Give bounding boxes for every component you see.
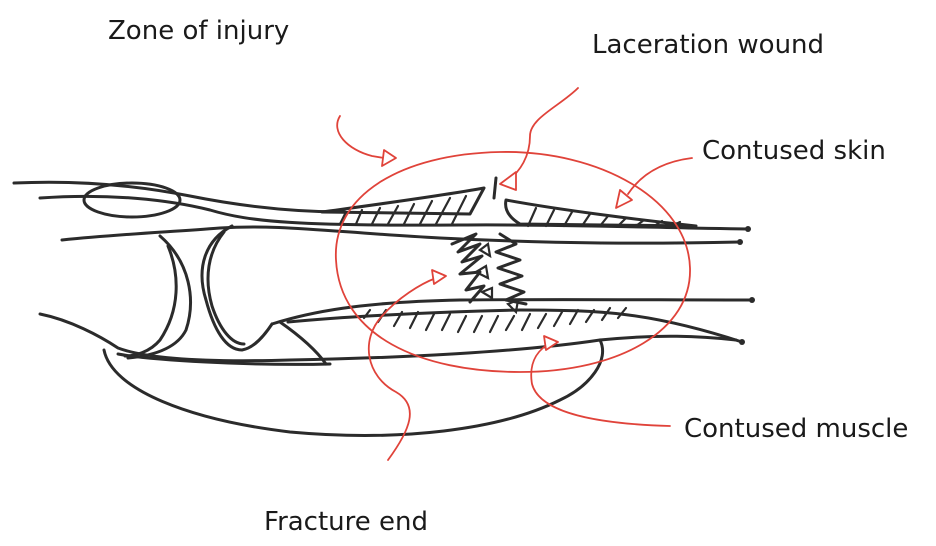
fracture-left-zigzag (452, 234, 484, 302)
arrow-contused-skin (628, 158, 692, 194)
femoral-condyle-inner (125, 246, 176, 356)
fracture-right-zigzag (496, 234, 526, 304)
label-laceration-wound: Laceration wound (592, 32, 824, 58)
line-end-dot (737, 239, 743, 245)
label-contused-skin: Contused skin (702, 138, 886, 164)
fibula-line (280, 322, 326, 364)
arrowhead-contused-muscle (544, 336, 558, 350)
fracture-triangles (476, 244, 518, 312)
arrowhead-laceration (500, 172, 516, 190)
label-zone-of-injury: Zone of injury (108, 18, 289, 44)
tibial-plateau-inner (208, 232, 244, 344)
arrow-zone-of-injury (337, 116, 384, 158)
lower-leg-outline (104, 340, 603, 435)
line-end-dot (745, 226, 751, 232)
arrow-laceration (508, 88, 578, 180)
tibial-plateau (202, 226, 272, 350)
label-contused-muscle: Contused muscle (684, 416, 908, 442)
arrowhead-fracture-end (432, 270, 446, 284)
arrowhead-zone-of-injury (382, 150, 396, 166)
label-fracture-end: Fracture end (264, 509, 428, 535)
limb-anatomy (14, 178, 755, 435)
line-end-dot (749, 297, 755, 303)
calf-outline (40, 314, 736, 361)
arrow-contused-muscle (531, 342, 670, 426)
laceration-edge-left (494, 178, 496, 198)
line-end-dot (739, 339, 745, 345)
